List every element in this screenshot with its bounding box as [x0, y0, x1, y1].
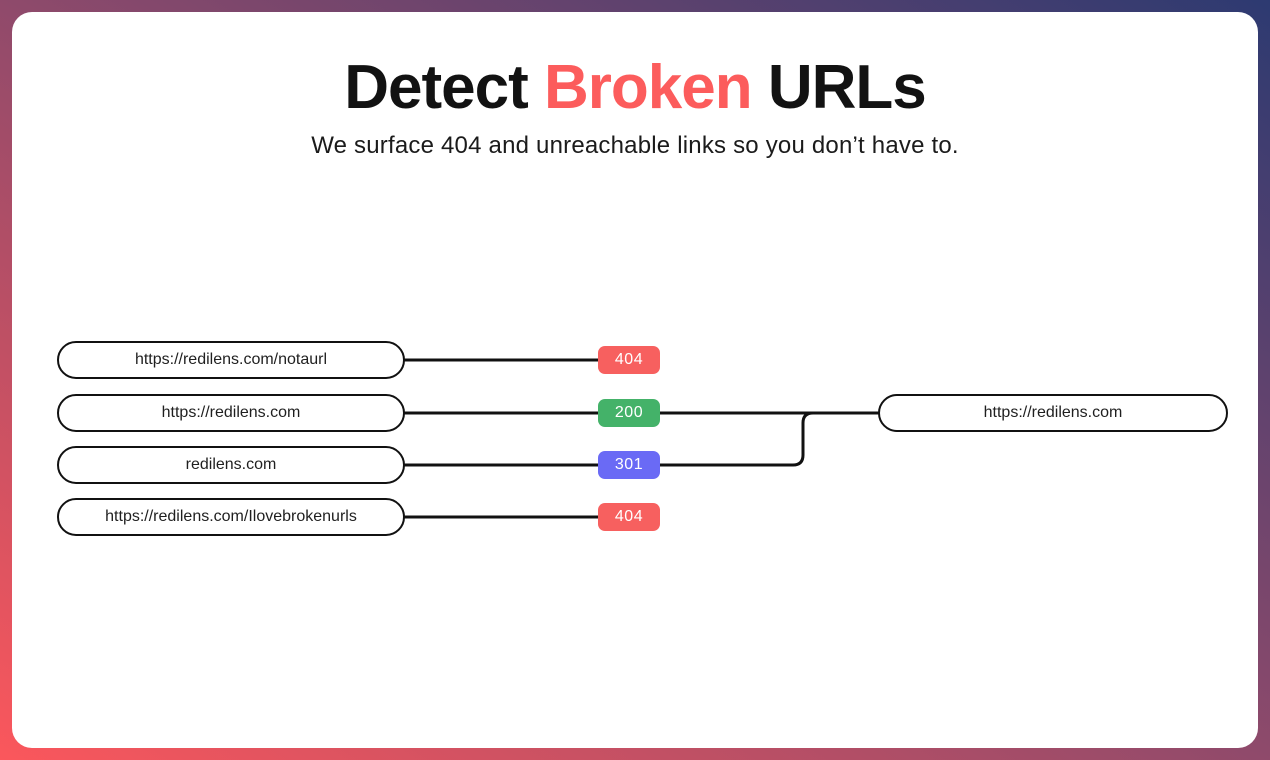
page-title: Detect Broken URLs	[12, 53, 1258, 122]
card: Detect Broken URLs We surface 404 and un…	[12, 12, 1258, 748]
title-highlight: Broken	[544, 53, 753, 122]
title-prefix: Detect	[344, 53, 544, 122]
title-suffix: URLs	[751, 53, 927, 122]
page-subtitle: We surface 404 and unreachable links so …	[311, 132, 959, 160]
